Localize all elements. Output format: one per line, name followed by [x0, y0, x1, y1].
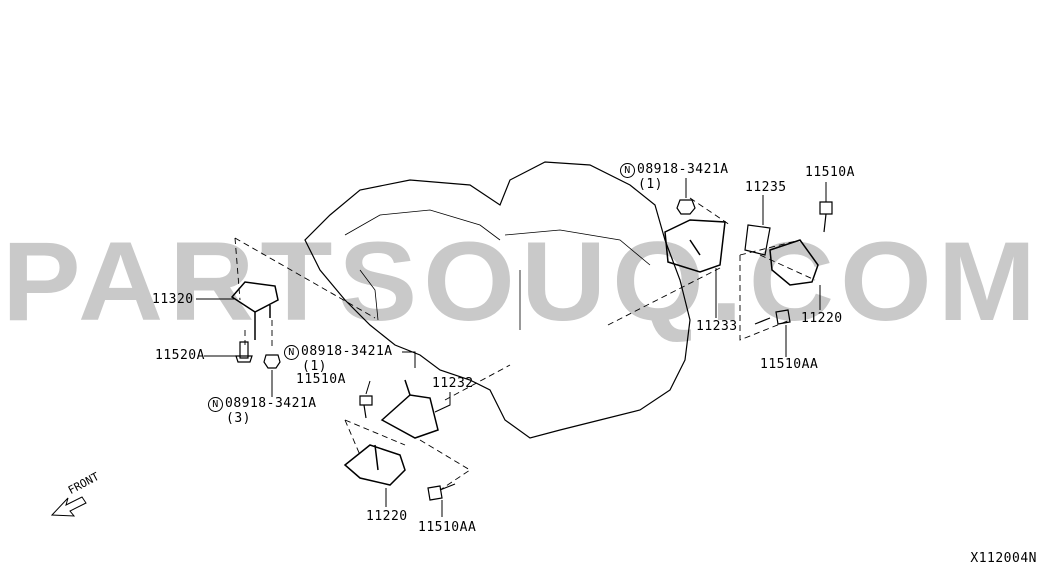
label-11510AA-left[interactable]: 11510AA: [418, 520, 477, 535]
label-11220-left[interactable]: 11220: [366, 509, 408, 524]
bolt-left-lower-shape: [427, 483, 456, 501]
bolt-mid-shape: [359, 395, 373, 419]
label-11510A-mid[interactable]: 11510A: [296, 372, 346, 387]
n-badge-icon: N: [208, 397, 223, 412]
nut-left-shape: [263, 354, 281, 369]
label-11235[interactable]: 11235: [745, 180, 787, 195]
watermark: PARTSOUQ.COM: [2, 219, 1043, 345]
part-11232-bracket: [380, 379, 439, 439]
label-11232[interactable]: 11232: [432, 376, 474, 391]
label-11233[interactable]: 11233: [696, 319, 738, 334]
bolt-11520A-shape: [235, 341, 253, 363]
part-11233-bracket: [664, 219, 726, 273]
bolt-top-right-shape: [819, 201, 833, 233]
part-11320-bracket: [230, 281, 279, 340]
mount-left-shape: [343, 444, 406, 486]
mount-right-shape: [769, 239, 819, 286]
label-11320[interactable]: 11320: [152, 292, 194, 307]
engine-detail: [344, 209, 651, 330]
label-11510AA-right[interactable]: 11510AA: [760, 357, 819, 372]
bolt-right-lower-shape: [754, 309, 791, 325]
n-badge-icon: N: [284, 345, 299, 360]
label-leader-lines: [196, 178, 827, 517]
n-badge-icon: N: [620, 163, 635, 178]
label-11220-right[interactable]: 11220: [801, 311, 843, 326]
part-11235-plate: [744, 224, 771, 256]
label-11520A[interactable]: 11520A: [155, 348, 205, 363]
nut-top-shape: [676, 199, 696, 215]
front-arrow-icon: [50, 496, 87, 517]
engine-outline: [304, 161, 691, 439]
diagram-code: X112004N: [970, 551, 1037, 566]
label-11510A-top[interactable]: 11510A: [805, 165, 855, 180]
